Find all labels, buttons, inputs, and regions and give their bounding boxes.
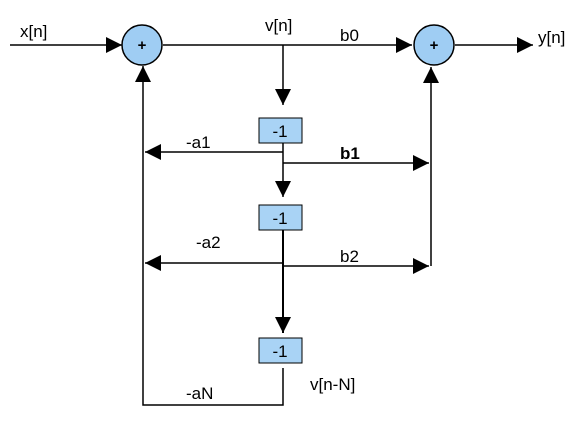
delay-block-3-rect (258, 337, 303, 364)
delay-block-1-rect (258, 117, 303, 144)
left-adder-symbol: + (138, 37, 147, 54)
gain-b1-label: b1 (340, 144, 360, 163)
gain-b2-label: b2 (340, 247, 359, 266)
right-adder: + (413, 24, 455, 66)
state-delayed-label: v[n-N] (310, 375, 355, 394)
right-adder-circle (413, 24, 455, 66)
right-adder-symbol: + (430, 37, 439, 54)
left-adder: + (121, 24, 163, 66)
input-label: x[n] (20, 22, 47, 41)
feedback-aN-line (135, 66, 284, 406)
state-label: v[n] (265, 16, 292, 35)
delay-block-2: -1 (258, 204, 303, 231)
gain-a2-label: -a2 (196, 233, 221, 252)
delay-block-2-rect (258, 204, 303, 231)
delay-block-3-label: -1 (272, 342, 287, 361)
gain-a1-label: -a1 (186, 133, 211, 152)
gain-aN-label: -aN (186, 384, 213, 403)
left-adder-circle (121, 24, 163, 66)
delay-block-2-label: -1 (272, 209, 287, 228)
output-label: y[n] (538, 28, 565, 47)
delay-block-1-label: -1 (272, 122, 287, 141)
delay-block-3: -1 (258, 337, 303, 364)
gain-b0-label: b0 (340, 26, 359, 45)
delay-block-1: -1 (258, 117, 303, 144)
